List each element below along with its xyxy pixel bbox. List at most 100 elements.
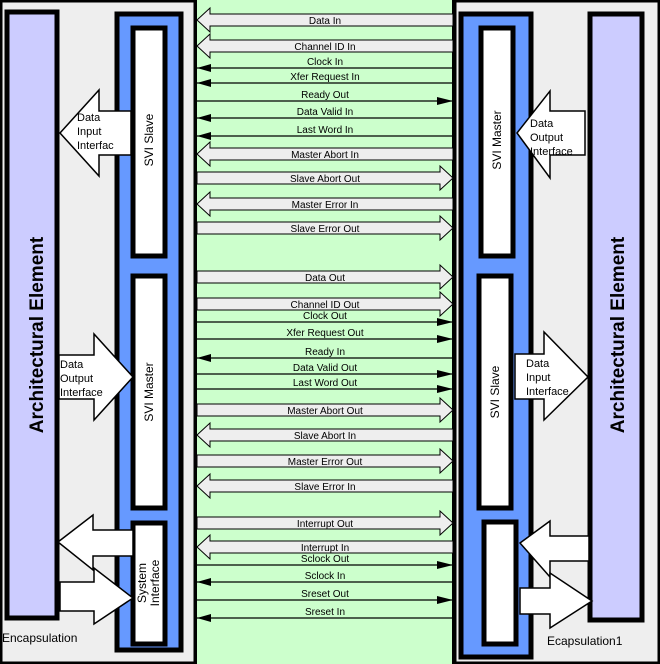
signal-label: Ready In <box>305 347 345 358</box>
wide-arrow <box>196 533 454 561</box>
left-svi-slave-block <box>130 25 168 259</box>
signal-master-error-out: Master Error Out <box>196 447 454 475</box>
left-system-out-arrow <box>59 566 135 626</box>
arrowhead <box>197 79 211 87</box>
signal-label: Data Valid In <box>297 107 354 118</box>
left-encapsulation-label: Encapsulation <box>2 631 77 645</box>
signal-interrupt-in: Interrupt In <box>196 533 454 561</box>
signal-last-word-out: Last Word Out <box>197 378 453 393</box>
signal-label: Master Error In <box>292 200 359 211</box>
right-svi-master-label: SVI Master <box>490 110 504 169</box>
wide-arrow <box>196 164 454 192</box>
signal-xfer-request-in: Xfer Request In <box>197 72 453 87</box>
arrowhead <box>437 318 453 326</box>
signal-channel-id-in: Channel ID In <box>196 32 454 60</box>
signal-label: Xfer Request Out <box>286 328 363 339</box>
wide-arrow <box>196 263 454 291</box>
left-data-output-label-3: Interface <box>60 387 103 399</box>
right-svi-slave-label: SVI Slave <box>488 365 502 418</box>
signal-label: Clock Out <box>303 311 347 322</box>
arrowhead <box>437 596 453 604</box>
signal-slave-error-in: Slave Error In <box>196 472 454 500</box>
right-svi-master-block <box>478 25 516 259</box>
left-data-input-arrow <box>58 88 132 178</box>
signal-label: Interrupt In <box>301 543 349 554</box>
arrowhead <box>437 97 453 105</box>
right-data-input-label-1: Data <box>526 358 550 370</box>
left-svi-master-block <box>130 273 168 511</box>
signal-data-out: Data Out <box>196 263 454 291</box>
signal-last-word-in: Last Word In <box>197 125 453 140</box>
right-system-out-arrow <box>519 571 594 630</box>
signal-interrupt-out: Interrupt Out <box>196 509 454 537</box>
right-system-block <box>481 519 519 647</box>
signal-slave-error-out: Slave Error Out <box>196 214 454 242</box>
signal-label: Sreset In <box>305 607 345 618</box>
signal-master-abort-out: Master Abort Out <box>196 396 454 424</box>
arrowhead <box>197 578 211 586</box>
signal-sclock-out: Sclock Out <box>197 554 453 569</box>
left-data-output-arrow <box>58 332 135 422</box>
left-data-output-label-2: Output <box>60 373 93 385</box>
signal-label: Last Word In <box>297 125 354 136</box>
signal-slave-abort-out: Slave Abort Out <box>196 164 454 192</box>
left-arch-element <box>4 9 60 621</box>
right-svi-slave-block <box>476 273 514 511</box>
signal-sclock-in: Sclock In <box>197 571 453 586</box>
signal-label: Master Error Out <box>288 457 363 468</box>
signal-data-valid-out: Data Valid Out <box>197 363 453 378</box>
wide-arrow <box>196 509 454 537</box>
left-system-label-1: System <box>135 563 149 603</box>
signal-master-abort-in: Master Abort In <box>196 140 454 168</box>
right-data-input-label-3: Interface <box>526 386 569 398</box>
wide-arrow <box>196 421 454 449</box>
arrowhead <box>437 335 453 343</box>
wide-arrow <box>196 32 454 60</box>
left-svi-master-label: SVI Master <box>142 362 156 421</box>
arrowhead <box>437 370 453 378</box>
arrowhead <box>197 114 211 122</box>
signal-label: Sclock Out <box>301 554 350 565</box>
wide-arrow <box>196 140 454 168</box>
signal-label: Master Abort In <box>291 150 359 161</box>
signal-label: Channel ID Out <box>291 300 360 311</box>
signal-channel-id-out: Channel ID Out <box>196 290 454 318</box>
left-data-input-label-1: Data <box>77 112 101 124</box>
signal-label: Sreset Out <box>301 589 349 600</box>
signal-label: Data Out <box>305 273 345 284</box>
left-data-input-label-2: Input <box>77 126 101 138</box>
right-arch-element <box>587 11 645 623</box>
arrowhead <box>437 385 453 393</box>
arrowhead <box>197 64 211 72</box>
left-data-input-label-3: Interfac <box>77 140 114 152</box>
right-data-output-label-2: Output <box>530 132 563 144</box>
arrowhead <box>197 614 211 622</box>
signal-label: Channel ID In <box>294 42 355 53</box>
signal-clock-out: Clock Out <box>197 311 453 326</box>
wide-arrow <box>196 6 454 34</box>
signal-data-valid-in: Data Valid In <box>197 107 453 122</box>
left-system-label-2: Interface <box>148 559 162 606</box>
signal-label: Slave Abort In <box>294 431 356 442</box>
left-svi-slave-label: SVI Slave <box>142 113 156 166</box>
wide-arrow <box>196 190 454 218</box>
right-encapsulation-label: Ecapsulation1 <box>547 634 623 648</box>
wide-arrow <box>196 214 454 242</box>
arrowhead <box>437 561 453 569</box>
wide-arrow <box>196 447 454 475</box>
signal-label: Sclock In <box>305 571 346 582</box>
right-encapsulation: Architectural Element SVI Master SVI Sla… <box>453 0 660 664</box>
signal-clock-in: Clock In <box>197 57 453 72</box>
right-data-input-arrow <box>514 330 590 422</box>
signal-xfer-request-out: Xfer Request Out <box>197 328 453 343</box>
wide-arrow <box>196 396 454 424</box>
signal-master-error-in: Master Error In <box>196 190 454 218</box>
right-data-output-label-1: Data <box>530 118 554 130</box>
signal-sreset-in: Sreset In <box>197 607 453 622</box>
signal-ready-in: Ready In <box>197 347 453 362</box>
signal-label: Last Word Out <box>293 378 358 389</box>
signal-label: Slave Error Out <box>291 224 360 235</box>
signal-label: Master Abort Out <box>287 406 363 417</box>
left-encapsulation: Architectural Element SVI Slave SVI Mast… <box>0 0 197 664</box>
